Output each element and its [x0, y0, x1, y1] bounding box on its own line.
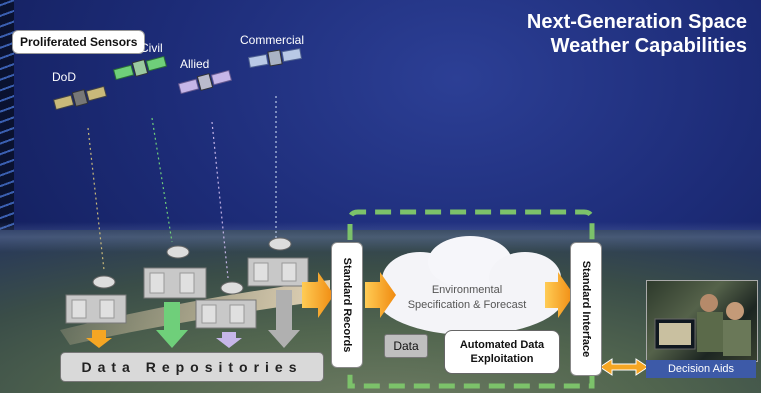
- standard-interface-box: Standard Interface: [570, 242, 602, 376]
- decision-aids-label: Decision Aids: [646, 360, 756, 378]
- environmental-spec-label: Environmental Specification & Forecast: [407, 284, 527, 311]
- data-repositories-box: Data Repositories: [60, 352, 324, 382]
- satellite-icon: [247, 47, 303, 69]
- ground-antenna-icon: [195, 281, 257, 329]
- arrow-to-interface: [545, 272, 574, 318]
- automated-data-exploitation-box: Automated Data Exploitation: [444, 330, 560, 374]
- dod-label: DoD: [52, 70, 77, 84]
- data-box: Data: [384, 334, 428, 358]
- satellite-icon: [52, 85, 108, 111]
- ground-antenna-icon: [247, 237, 309, 287]
- civil-down-arrow: [156, 302, 188, 348]
- satellite-icon: [112, 55, 168, 81]
- processing-boundary: [347, 209, 595, 389]
- ground-beam: [60, 280, 330, 345]
- double-arrow-icon: [599, 358, 649, 376]
- allied-down-arrow: [216, 332, 242, 348]
- page-title: Next-Generation Space Weather Capabiliti…: [526, 11, 747, 57]
- dod-link: [87, 127, 105, 271]
- commercial-label: Commercial: [240, 33, 305, 47]
- forecast-cloud: [375, 236, 565, 335]
- arrow-to-forecast: [365, 272, 396, 318]
- arrow-to-records: [302, 272, 334, 318]
- allied-label: Allied: [180, 57, 210, 71]
- dod-down-arrow: [86, 330, 112, 348]
- atmosphere-glow: [0, 222, 761, 252]
- civil-link: [151, 117, 173, 243]
- proliferated-sensors-label: Proliferated Sensors: [12, 30, 146, 54]
- standard-records-box: Standard Records: [331, 242, 363, 368]
- operators-image: [654, 294, 751, 356]
- satellite-icon: [177, 69, 233, 95]
- civil-label: Civil: [140, 41, 163, 55]
- allied-link: [211, 121, 229, 279]
- commercial-down-arrow: [268, 290, 300, 348]
- operators-photo: [646, 280, 758, 362]
- ground-antenna-icon: [65, 275, 127, 324]
- ground-antenna-icon: [143, 245, 207, 299]
